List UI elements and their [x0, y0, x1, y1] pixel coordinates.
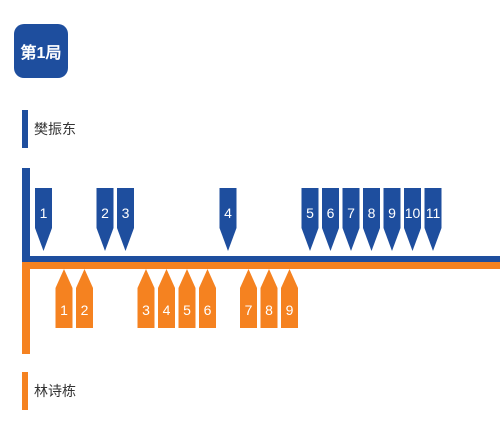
top-player-point-2: 2 — [96, 188, 114, 251]
top-player-point-shape — [301, 188, 319, 251]
top-player-point-number: 10 — [405, 205, 421, 221]
top-player-point-3: 3 — [117, 188, 134, 251]
bottom-player-point-number: 1 — [60, 302, 68, 318]
bottom-player-point-shape — [55, 269, 73, 328]
top-player-point-7: 7 — [342, 188, 360, 251]
bottom-player-point-5: 5 — [178, 269, 196, 328]
top-player-point-shape — [219, 188, 237, 251]
top-player-timeline-bar — [22, 168, 30, 264]
top-player-point-shape — [342, 188, 360, 251]
top-player-point-number: 2 — [101, 205, 109, 221]
game-badge: 第1局 — [14, 24, 68, 78]
bottom-player-point-7: 7 — [240, 269, 257, 328]
bottom-player-point-number: 5 — [183, 302, 191, 318]
bottom-player-point-3: 3 — [137, 269, 155, 328]
top-player-point-number: 3 — [122, 205, 130, 221]
bottom-player-point-8: 8 — [260, 269, 278, 328]
game-label: 第1局 — [20, 45, 62, 62]
bottom-player-point-number: 2 — [81, 302, 89, 318]
top-player-point-number: 8 — [368, 205, 376, 221]
bottom-player-point-1: 1 — [55, 269, 73, 328]
top-player-point-5: 5 — [301, 188, 319, 251]
bottom-player-point-2: 2 — [76, 269, 93, 328]
top-player-point-1: 1 — [35, 188, 52, 251]
bottom-player-color-bar — [22, 372, 28, 410]
top-player-point-8: 8 — [363, 188, 380, 251]
bottom-player-point-shape — [137, 269, 155, 328]
bottom-player-timeline-bar — [22, 262, 30, 354]
top-player-point-shape — [117, 188, 134, 251]
top-player-point-number: 5 — [306, 205, 314, 221]
top-player-point-number: 1 — [40, 205, 48, 221]
top-player-name: 樊振东 — [34, 121, 76, 137]
top-player-point-shape — [96, 188, 114, 251]
bottom-player-point-number: 8 — [265, 302, 273, 318]
top-player-point-10: 10 — [404, 188, 421, 251]
bottom-player-baseline — [30, 261, 500, 269]
bottom-player-point-number: 3 — [142, 302, 150, 318]
top-player-point-shape — [363, 188, 380, 251]
bottom-player-name: 林诗栋 — [34, 383, 76, 399]
bottom-player-point-shape — [260, 269, 278, 328]
bottom-player-point-shape — [240, 269, 257, 328]
top-player-point-9: 9 — [383, 188, 401, 251]
top-player-point-number: 6 — [327, 205, 335, 221]
bottom-player-point-shape — [199, 269, 216, 328]
top-player-point-shape — [383, 188, 401, 251]
top-player-color-bar — [22, 110, 28, 148]
top-player-point-11: 11 — [424, 188, 442, 251]
top-player-point-number: 7 — [347, 205, 355, 221]
top-player-point-shape — [404, 188, 421, 251]
bottom-player-point-shape — [158, 269, 175, 328]
top-player-baseline — [30, 256, 500, 262]
bottom-player-point-6: 6 — [199, 269, 216, 328]
bottom-player-point-shape — [76, 269, 93, 328]
bottom-player-point-shape — [281, 269, 298, 328]
top-player-point-number: 11 — [426, 205, 441, 221]
top-player-point-shape — [424, 188, 442, 251]
top-player-point-shape — [35, 188, 52, 251]
bottom-player-point-shape — [178, 269, 196, 328]
top-player-point-6: 6 — [322, 188, 339, 251]
bottom-player-point-number: 9 — [286, 302, 294, 318]
bottom-player-point-number: 6 — [204, 302, 212, 318]
bottom-player-point-number: 4 — [163, 302, 171, 318]
top-player-point-4: 4 — [219, 188, 237, 251]
top-player-point-number: 9 — [388, 205, 396, 221]
top-player-point-number: 4 — [224, 205, 232, 221]
top-player-point-shape — [322, 188, 339, 251]
bottom-player-point-number: 7 — [245, 302, 253, 318]
bottom-player-point-9: 9 — [281, 269, 298, 328]
bottom-player-point-4: 4 — [158, 269, 175, 328]
